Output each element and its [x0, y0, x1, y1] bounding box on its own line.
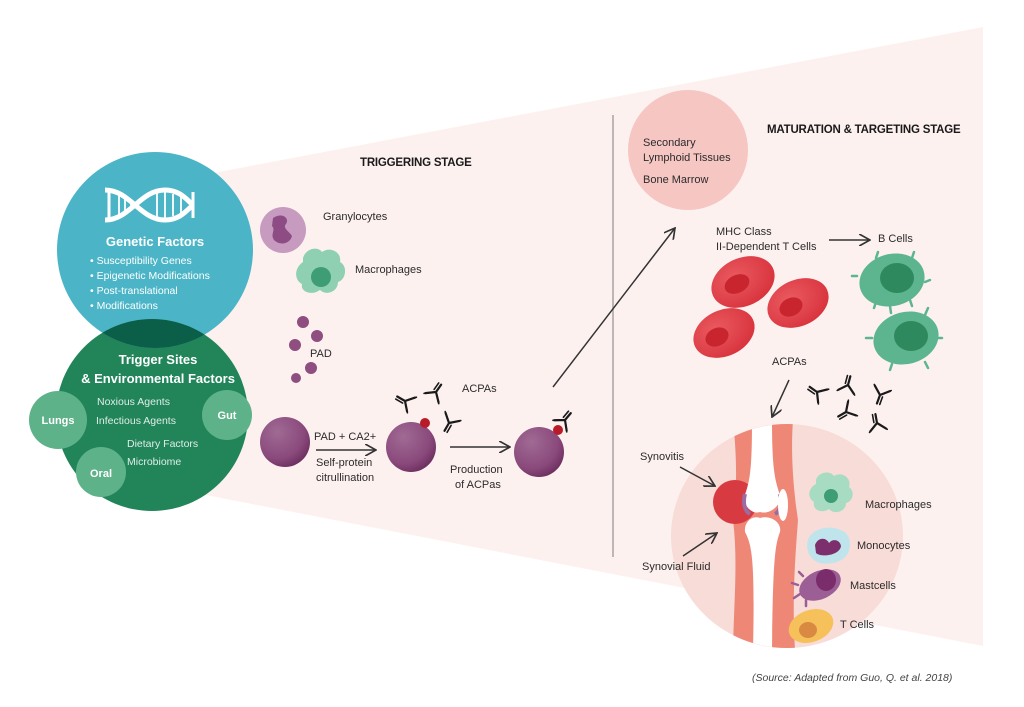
- monocyte-icon: [807, 527, 850, 564]
- b-cell-icon: [864, 304, 944, 372]
- site-oral: [76, 447, 126, 497]
- genetic-item: • Post-translational: [90, 285, 178, 297]
- pad-label: PAD: [310, 348, 332, 360]
- trigger-factor: Noxious Agents: [97, 396, 170, 408]
- trigger-sites-group: Genetic Factors • Susceptibility Genes •…: [29, 152, 253, 511]
- self-protein-cell: [260, 417, 310, 467]
- trigger-factor: Infectious Agents: [96, 415, 176, 427]
- t-cell-yellow-icon: [788, 609, 834, 643]
- maturation-arrow: [552, 228, 675, 388]
- synovial-fluid-label: Synovial Fluid: [642, 561, 710, 573]
- t-cell-red-icon: [693, 308, 755, 358]
- b-cells-label: B Cells: [878, 233, 913, 245]
- genetic-factors-circle: [57, 152, 253, 348]
- step1-top-label: PAD + CA2+: [314, 431, 376, 443]
- trigger-title-line2: & Environmental Factors: [81, 371, 235, 386]
- joint-cell-label: Monocytes: [857, 540, 911, 552]
- mhc-label: II-Dependent T Cells: [716, 241, 817, 253]
- acpas-label-triggering: ACPAs: [462, 383, 497, 395]
- step2-label: of ACPas: [455, 479, 501, 491]
- pad-molecules-icon: [289, 316, 323, 383]
- trigger-title-line1: Trigger Sites: [119, 352, 198, 367]
- joint-cell-label: T Cells: [840, 619, 875, 631]
- genetic-item: • Epigenetic Modifications: [90, 270, 210, 282]
- lymphoid-label: Secondary: [643, 137, 696, 149]
- mhc-label: MHC Class: [716, 226, 772, 238]
- dna-icon: [104, 187, 195, 223]
- citrullinated-antigen: [420, 418, 430, 428]
- genetic-item: • Modifications: [90, 300, 158, 312]
- genetic-factors-title: Genetic Factors: [106, 234, 204, 249]
- trigger-factor: Microbiome: [127, 456, 181, 468]
- synovitis-label: Synovitis: [640, 451, 685, 463]
- maturation-stage-title: MATURATION & TARGETING STAGE: [767, 124, 961, 136]
- mastcell-icon: [790, 569, 841, 608]
- granulocytes-label: Granylocytes: [323, 211, 388, 223]
- lymphoid-label: Bone Marrow: [643, 174, 708, 186]
- synovitis-arrow: [679, 466, 715, 486]
- knee-joint-icon: [713, 424, 798, 648]
- macrophage-icon: [296, 248, 346, 293]
- triggering-stage-title: TRIGGERING STAGE: [360, 157, 472, 169]
- t-cell-red-icon: [767, 278, 829, 328]
- source-citation: (Source: Adapted from Guo, Q. et al. 201…: [752, 672, 953, 684]
- synovial-fluid-arrow: [682, 533, 717, 557]
- trigger-factor: Dietary Factors: [127, 438, 198, 450]
- site-lungs: [29, 391, 87, 449]
- site-gut: [202, 390, 252, 440]
- joint-cell-label: Macrophages: [865, 499, 932, 511]
- site-oral-label: Oral: [90, 468, 112, 480]
- citrullinated-cell: [386, 422, 436, 472]
- b-cell-icon: [850, 250, 932, 310]
- macrophages-label: Macrophages: [355, 264, 422, 276]
- genetic-item: • Susceptibility Genes: [90, 255, 192, 267]
- granulocyte-icon: [260, 207, 306, 253]
- acpa-to-joint-arrow: [772, 379, 790, 417]
- joint-cell-label: Mastcells: [850, 580, 896, 592]
- macrophage-icon: [809, 472, 853, 513]
- acpa-bound-cell: [514, 427, 564, 477]
- t-cell-red-icon: [711, 256, 775, 308]
- site-lungs-label: Lungs: [42, 415, 75, 427]
- bound-antigen: [553, 425, 563, 435]
- lymphoid-tissues-circle: [628, 90, 748, 210]
- step2-label: Production: [450, 464, 503, 476]
- lymphoid-label: Lymphoid Tissues: [643, 152, 731, 164]
- site-gut-label: Gut: [218, 410, 237, 422]
- acpas-label-maturation: ACPAs: [772, 356, 807, 368]
- step1-bottom-label: Self-protein: [316, 457, 372, 469]
- step1-bottom-label: citrullination: [316, 472, 374, 484]
